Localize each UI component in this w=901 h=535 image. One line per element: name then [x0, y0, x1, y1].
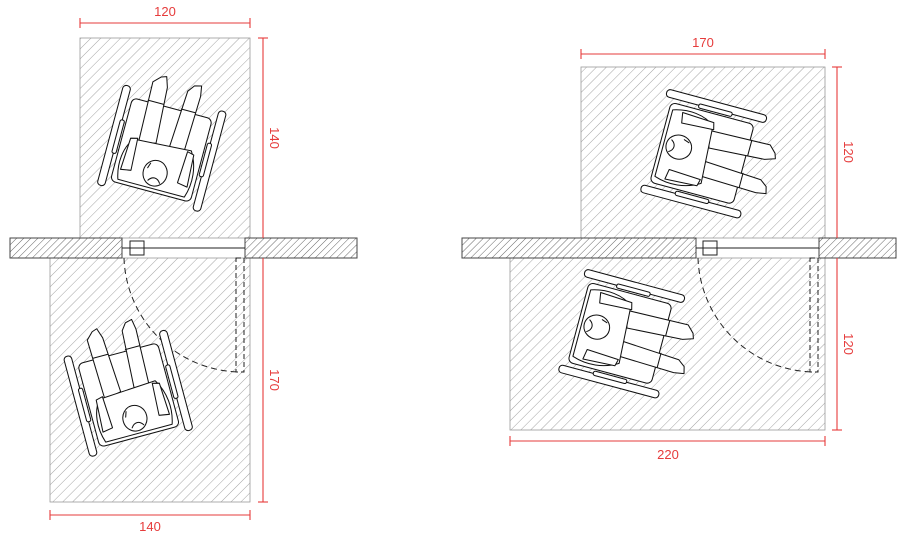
left-layout: 120 140 170 140 [9, 4, 358, 534]
left-bottom-depth-label: 170 [267, 369, 282, 391]
left-door-swing-arc [123, 257, 241, 373]
left-bottom-depth-dimension: 170 [258, 258, 282, 503]
right-bottom-clearance-zone [509, 257, 826, 431]
right-top-width-dimension: 170 [580, 35, 826, 59]
left-bottom-width-dimension: 140 [49, 510, 251, 534]
right-door-leaf [809, 257, 819, 373]
right-door-swing-arc [697, 257, 815, 373]
right-wall-segment-left [461, 237, 697, 259]
left-top-width-label: 120 [154, 4, 176, 19]
left-wall-segment-right [244, 237, 358, 259]
left-door-leaf [235, 257, 245, 373]
left-top-depth-dimension: 140 [258, 37, 282, 238]
right-top-width-label: 170 [692, 35, 714, 50]
right-layout: 170 120 120 220 [461, 35, 897, 462]
left-top-depth-label: 140 [267, 127, 282, 149]
left-top-width-dimension: 120 [79, 4, 251, 28]
right-bottom-depth-dimension: 120 [832, 258, 856, 431]
right-bottom-width-dimension: 220 [509, 436, 826, 462]
right-wall-segment-right [818, 237, 897, 259]
left-bottom-width-label: 140 [139, 519, 161, 534]
right-top-depth-label: 120 [841, 141, 856, 163]
right-bottom-depth-label: 120 [841, 333, 856, 355]
right-bottom-width-label: 220 [657, 447, 679, 462]
right-top-depth-dimension: 120 [832, 66, 856, 238]
left-wall-segment-left [9, 237, 123, 259]
